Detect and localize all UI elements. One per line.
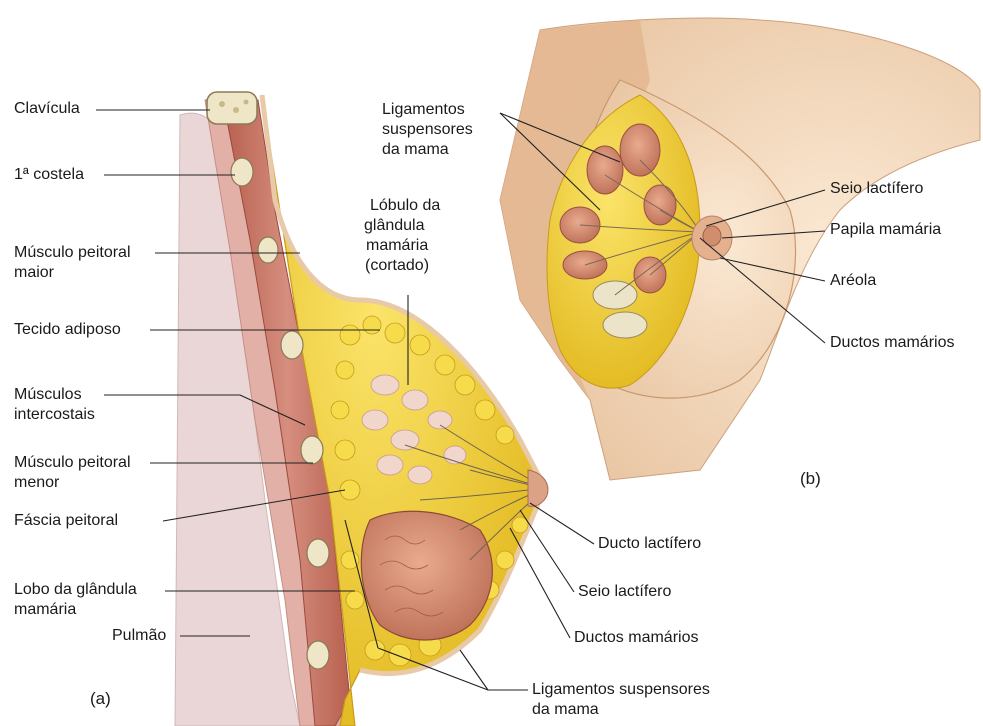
label-lobulo-line3: mamária [366, 236, 428, 256]
label-musculo-peitoral-menor-line1: Músculo peitoral [14, 453, 131, 473]
label-fascia-peitoral: Fáscia peitoral [14, 511, 118, 531]
label-seio-lactifero-a: Seio lactífero [578, 582, 671, 602]
label-ductos-mamarios-b: Ductos mamários [830, 333, 954, 353]
label-ligamentos-a-line1: Ligamentos suspensores [532, 680, 710, 700]
label-ligamentos-b-line2: suspensores [382, 120, 473, 140]
label-seio-lactifero-b: Seio lactífero [830, 179, 923, 199]
label-musculos-intercostais-line2: intercostais [14, 405, 95, 425]
label-lobo-glandula-line2: mamária [14, 600, 76, 620]
label-ligamentos-a-line2: da mama [532, 700, 599, 720]
label-musculo-peitoral-maior-line1: Músculo peitoral [14, 243, 131, 263]
panel-a-clavicle [207, 92, 257, 124]
label-lobo-glandula-line1: Lobo da glândula [14, 580, 137, 600]
label-ligamentos-b-line3: da mama [382, 140, 449, 160]
label-lobulo-line2: glândula [364, 216, 425, 236]
panel-b-tag: (b) [800, 469, 821, 489]
label-ducto-lactifero: Ducto lactífero [598, 534, 701, 554]
label-ductos-mamarios-a: Ductos mamários [574, 628, 698, 648]
label-ligamentos-b-line1: Ligamentos [382, 100, 465, 120]
label-musculo-peitoral-menor-line2: menor [14, 473, 59, 493]
panel-a-tag: (a) [90, 689, 111, 709]
panel-b-illustration [500, 18, 980, 480]
label-tecido-adiposo: Tecido adiposo [14, 320, 121, 340]
label-1a-costela: 1ª costela [14, 165, 84, 185]
label-pulmao: Pulmão [112, 626, 166, 646]
panel-a-gland-lobe [361, 511, 492, 640]
label-papila-mamaria: Papila mamária [830, 220, 941, 240]
panel-a-illustration [175, 92, 548, 726]
label-clavicula: Clavícula [14, 99, 80, 119]
label-lobulo-line1: Lóbulo da [370, 196, 440, 216]
label-lobulo-line4: (cortado) [365, 256, 429, 276]
label-musculos-intercostais-line1: Músculos [14, 385, 82, 405]
panel-a-nipple [528, 470, 548, 506]
label-areola: Aréola [830, 271, 876, 291]
label-musculo-peitoral-maior-line2: maior [14, 263, 54, 283]
